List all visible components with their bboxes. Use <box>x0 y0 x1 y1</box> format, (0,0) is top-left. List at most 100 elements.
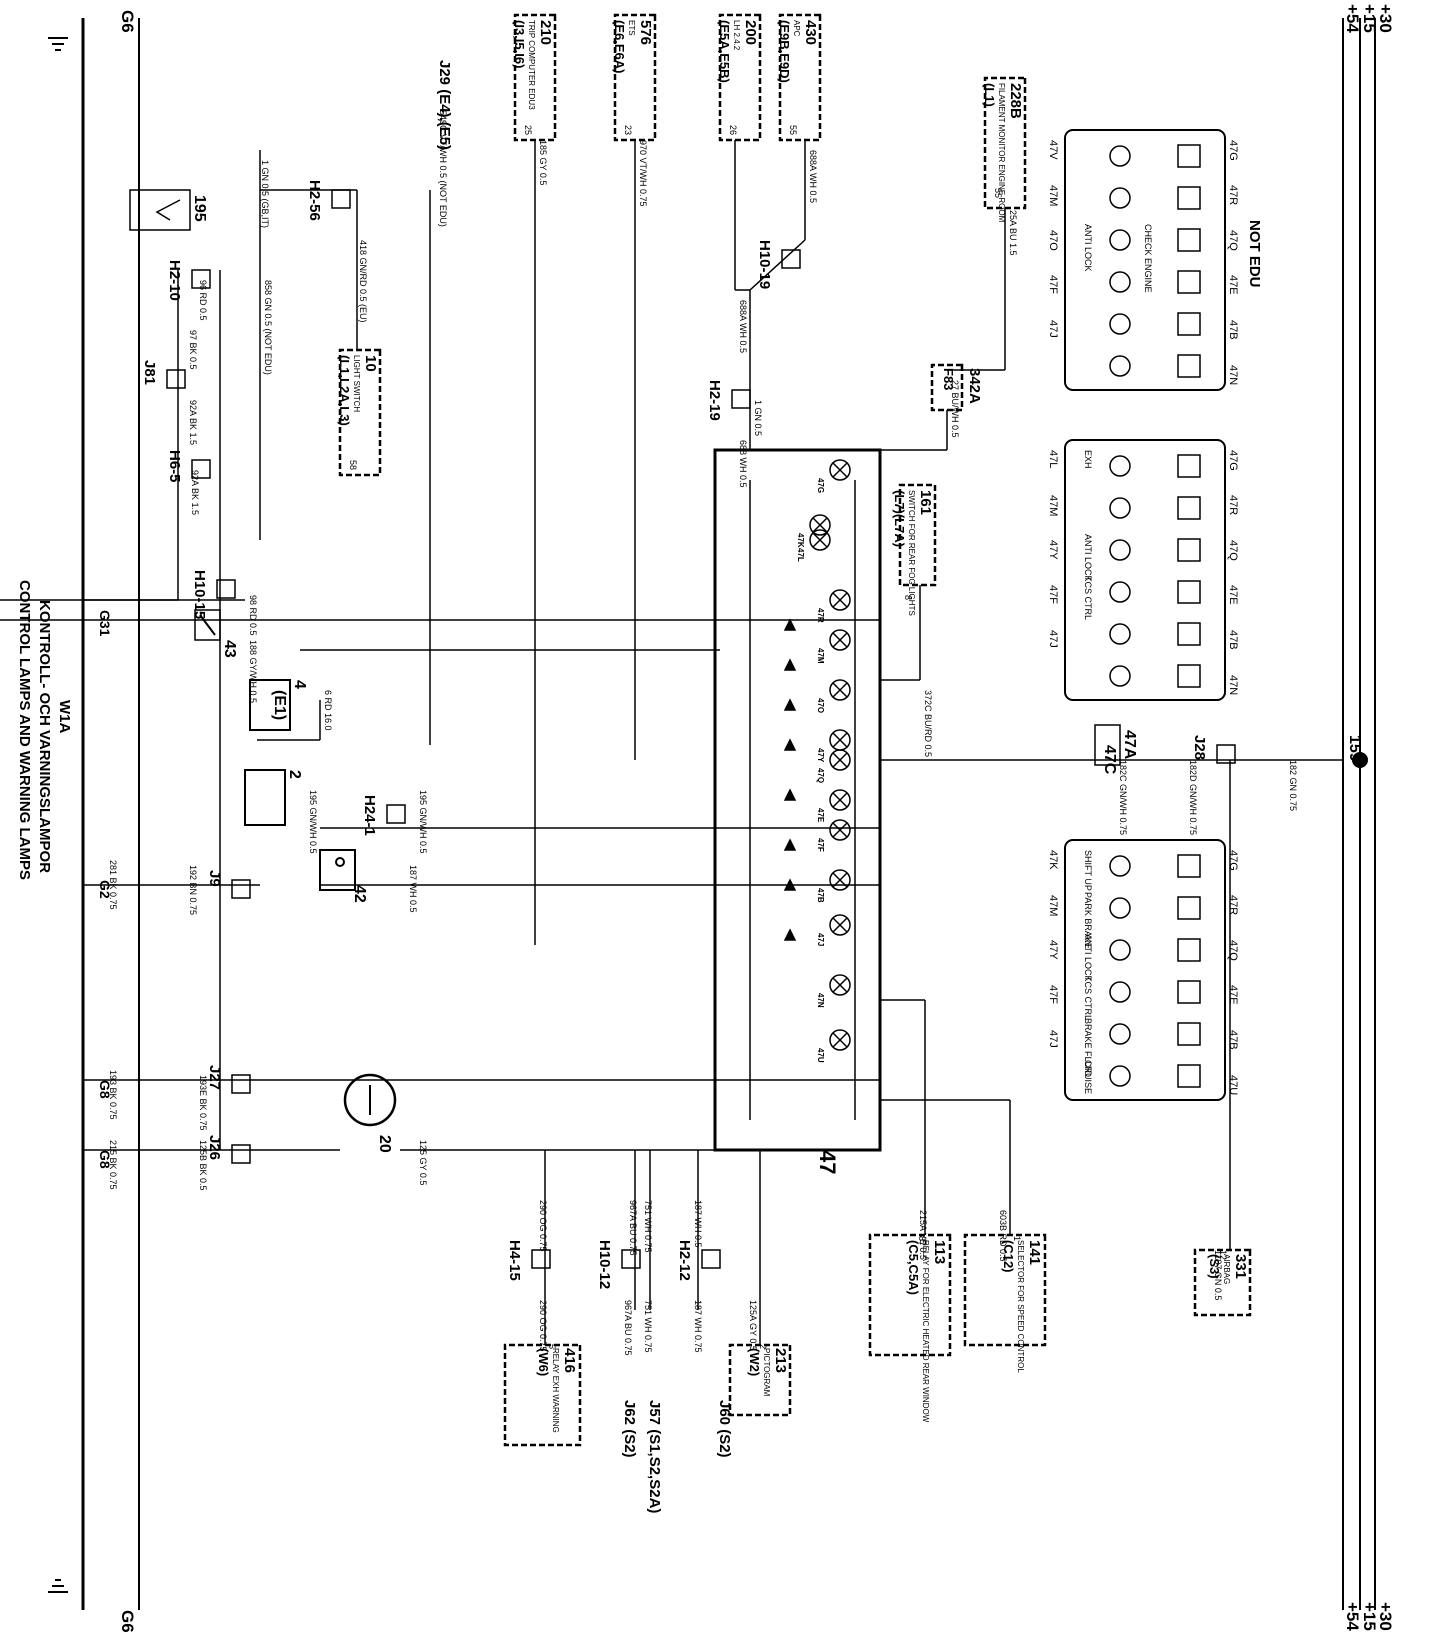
component-label-0: 195 <box>191 195 208 222</box>
wire-label: 751 WH 0.75 <box>643 1200 653 1253</box>
rail-label-15: +15 <box>1360 4 1379 33</box>
wire-label: 6 RD 16.0 <box>323 690 333 731</box>
panel-icon <box>1109 1065 1131 1087</box>
box-ref: (W6) <box>536 1348 551 1376</box>
wire-label: 27 BU/WH 0.5 <box>950 380 960 438</box>
ground-label-g6-top: G6 <box>118 10 137 33</box>
rail-label-30: +30 <box>1376 4 1395 33</box>
panel-code-top: 47B <box>1227 1030 1239 1050</box>
panel-label: ANTI LOCK <box>1083 534 1093 582</box>
box-pin: 55 <box>993 188 1003 198</box>
box-name: LH 2.4.2 <box>732 20 741 51</box>
component-label-5: 42 <box>351 885 368 903</box>
wire-label: 858 GN 0.5 (NOT EDU) <box>263 280 273 375</box>
lamp-label: 47R <box>816 608 825 623</box>
box-161 <box>898 483 937 587</box>
panel-code-top: 47G <box>1227 850 1239 871</box>
panel-icon <box>1177 938 1201 962</box>
connector-label-j57: J57 (S1,S2,S2A) <box>646 1400 663 1513</box>
wire-label: 1107 GN 0.5 <box>1213 1250 1223 1300</box>
box-number: 200 <box>742 20 759 45</box>
panel-code-bottom: 47F <box>1047 275 1059 294</box>
panel-label: CHECK ENGINE <box>1143 224 1153 293</box>
box-pin: 12 <box>1218 1250 1228 1260</box>
lamp-label: 47Y <box>816 748 825 763</box>
box-name: AIRBAG <box>1222 1254 1231 1284</box>
box-ref: (W2) <box>747 1348 762 1376</box>
panel-icon <box>1177 580 1201 604</box>
box-name: SELECTOR FOR SPEED CONTROL <box>1016 1240 1025 1373</box>
connector-label: H2-12 <box>676 1240 693 1281</box>
diode <box>783 788 797 801</box>
lamp-47u <box>829 1029 851 1051</box>
ground-label-g8-b: G8 <box>97 1150 113 1169</box>
box-name: PICTOGRAM <box>762 1348 771 1397</box>
panel-icon <box>1109 623 1131 645</box>
component-47a <box>1094 724 1121 766</box>
panel-code-bottom: 47M <box>1047 895 1059 916</box>
connector-label: H2-19 <box>706 380 723 421</box>
box-number: 342A <box>966 368 983 404</box>
box-name: RELAY EXH WARNING <box>551 1348 560 1433</box>
lamp-label: 47L <box>796 548 805 562</box>
panel-icon <box>1109 145 1131 167</box>
ground-label-g31: G31 <box>97 610 113 637</box>
lamp-47l <box>809 529 831 551</box>
ground-label-g2: G2 <box>97 880 113 899</box>
wire-label: 25A BU 1.5 <box>1008 210 1018 256</box>
lamp-label: 47Q <box>816 768 825 783</box>
box-pin: 23 <box>623 125 633 135</box>
wire-label: 688A WH 0.5 <box>738 300 748 353</box>
connector-label: J28 <box>1191 735 1208 760</box>
panel-code-top: 47E <box>1227 985 1239 1005</box>
panel-icon <box>1177 538 1201 562</box>
panel-code-bottom: 47K <box>1047 850 1059 870</box>
lamp-47n <box>829 974 851 996</box>
panel-icon <box>1177 144 1201 168</box>
box-number: 430 <box>802 20 819 45</box>
wire-label: 193 BK 0.75 <box>108 1070 118 1120</box>
panel-code-top: 47G <box>1227 140 1239 161</box>
diode <box>783 698 797 711</box>
wire-label: 188 GY/WH 0.5 <box>248 640 258 703</box>
panel-icon <box>1177 622 1201 646</box>
box-name: SWITCH FOR REAR FOG LIGHTS <box>907 490 916 616</box>
diode <box>783 658 797 671</box>
sheet-id: W1A <box>56 700 73 734</box>
lamp-label: 47K <box>796 533 805 548</box>
wire-label: 195 GN/WH 0.5 <box>418 790 428 854</box>
wire-label: 193E BK 0.75 <box>198 1075 208 1131</box>
panel-label: PARK BRAKE <box>1083 892 1093 949</box>
box-pin: 26 <box>728 125 738 135</box>
lamp-panel-2: 47G47R47Q47E47B47N47L47M47Y47F47JEXHANTI… <box>1047 439 1239 701</box>
panel-code-bottom: 47O <box>1047 230 1059 251</box>
wire-label: 290 OG 0.75 <box>538 1300 548 1352</box>
sensor-20 <box>343 1073 397 1127</box>
alternator-2 <box>244 769 286 826</box>
panel-icon <box>1109 497 1131 519</box>
panel-code-bottom: 47M <box>1047 185 1059 206</box>
box-ref: (L7)(L7A) <box>892 490 907 547</box>
connector <box>781 249 801 269</box>
panel-icon <box>1109 355 1131 377</box>
diode <box>783 738 797 751</box>
panel-icon <box>1109 271 1131 293</box>
wire-label: 187 WH 0.5 <box>408 865 418 913</box>
lamp-47j <box>829 914 851 936</box>
component-label-7: 47A <box>1121 730 1138 760</box>
rail-label-54-bottom: +54 <box>1343 1602 1362 1631</box>
box-ref: (L1) <box>982 83 997 107</box>
box-416 <box>503 1343 582 1447</box>
wire-label: 418 GN/RD 0.5 (EU) <box>358 240 368 323</box>
box-number: 331 <box>1232 1254 1249 1279</box>
connector <box>231 1144 251 1164</box>
splice-159 <box>1352 752 1368 768</box>
lamp-panel-1: NOT EDU47G47R47Q47E47B47N47V47M47O47F47J… <box>1047 129 1263 391</box>
connector-label: H10-12 <box>596 1240 613 1289</box>
panel-code-top: 47Q <box>1227 940 1239 961</box>
lamp-47k <box>809 514 831 536</box>
unit-47-label: 47 <box>815 1150 840 1174</box>
connector <box>231 879 251 899</box>
